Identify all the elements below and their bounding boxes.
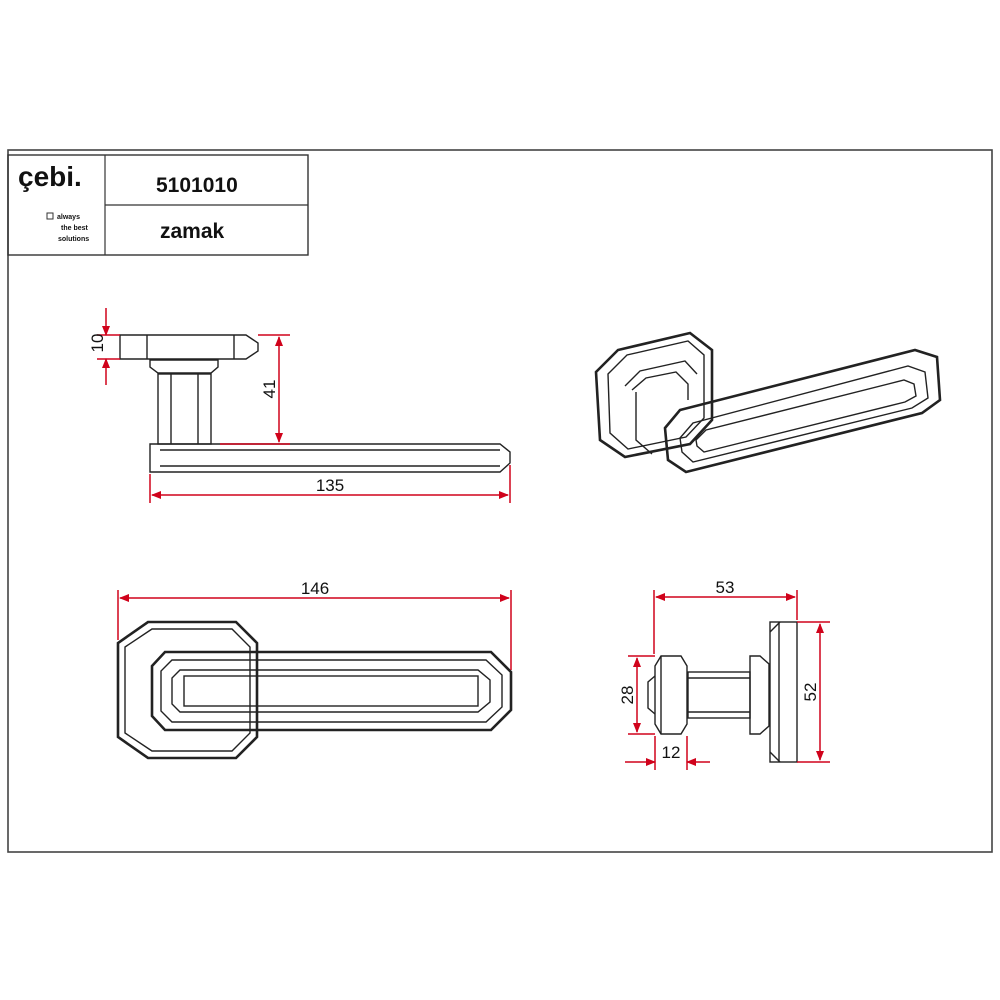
dimension-neck-diameter: 28 xyxy=(618,686,637,705)
tagline-line-1: always xyxy=(57,214,80,221)
dimension-rose-thickness: 10 xyxy=(88,334,107,353)
tagline-square-icon xyxy=(46,212,54,220)
brand-logo: çebi. xyxy=(18,161,82,192)
material-label: zamak xyxy=(160,220,225,243)
top-view xyxy=(116,620,513,760)
tagline-line-2: the best xyxy=(61,225,89,232)
dimension-rose-diameter: 52 xyxy=(801,683,820,702)
tagline-line-3: solutions xyxy=(58,236,89,243)
side-view xyxy=(119,334,511,473)
drawing-frame xyxy=(7,149,993,853)
end-view xyxy=(647,621,798,763)
dimension-lever-thickness: 12 xyxy=(662,743,681,762)
title-block: çebi. always the best solutions 5101010 … xyxy=(7,154,309,256)
product-code: 5101010 xyxy=(156,174,238,197)
dimension-lever-length: 135 xyxy=(316,476,344,495)
isometric-view xyxy=(594,331,942,474)
dimension-lines xyxy=(97,308,830,770)
dimension-projection: 53 xyxy=(716,578,735,597)
dimension-lever-height: 41 xyxy=(260,380,279,399)
dimension-overall-length: 146 xyxy=(301,579,329,598)
